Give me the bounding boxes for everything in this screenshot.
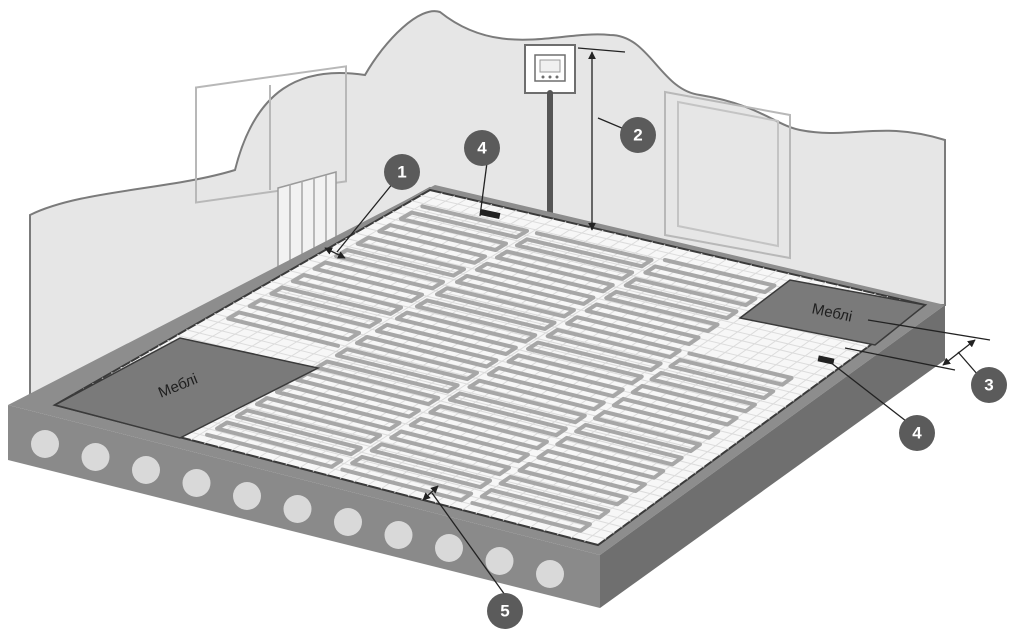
slab-hole bbox=[334, 508, 362, 536]
marker-1: 1 bbox=[384, 154, 420, 190]
slab-front-right bbox=[600, 305, 945, 608]
dimension-lines bbox=[324, 47, 991, 596]
marker-4-right: 4 bbox=[899, 415, 935, 451]
slab-hole bbox=[435, 534, 463, 562]
furniture-left: Меблі bbox=[52, 337, 321, 439]
slab-hole bbox=[485, 547, 514, 575]
heating-cable-strip bbox=[226, 204, 529, 348]
marker-3: 3 bbox=[971, 367, 1007, 403]
heating-cable-strip bbox=[340, 258, 777, 503]
edge-gap-dimension bbox=[422, 485, 439, 501]
slab-hole bbox=[233, 482, 261, 510]
mesh-line bbox=[204, 318, 729, 450]
marker-4-right-label: 4 bbox=[912, 424, 922, 443]
cable-spacing-dimension bbox=[324, 247, 346, 259]
marker-2-label: 2 bbox=[633, 126, 642, 145]
furniture-right: Меблі bbox=[738, 279, 927, 346]
slab-hole bbox=[182, 469, 211, 497]
slab-hole bbox=[384, 521, 413, 549]
heating-cable-strip bbox=[470, 351, 794, 533]
slab-hole bbox=[81, 443, 110, 471]
room-walls bbox=[29, 10, 946, 402]
slab-hole bbox=[536, 560, 564, 588]
thermostat bbox=[524, 44, 576, 94]
marker-5: 5 bbox=[487, 593, 523, 629]
marker-4-top-label: 4 bbox=[477, 139, 487, 158]
slab-hole bbox=[132, 456, 160, 484]
right-window bbox=[664, 90, 791, 260]
marker-3-label: 3 bbox=[984, 376, 993, 395]
slab-holes bbox=[31, 430, 564, 588]
marker-5-label: 5 bbox=[500, 602, 509, 621]
marker-4-top: 4 bbox=[464, 130, 500, 166]
marker-1-label: 1 bbox=[397, 163, 406, 182]
mesh-line bbox=[195, 323, 721, 456]
cable-end-sleeve-top bbox=[479, 208, 501, 220]
marker-2: 2 bbox=[620, 117, 656, 153]
heating-cables bbox=[205, 204, 794, 533]
heating-cable-strip bbox=[205, 231, 654, 469]
slab-hole bbox=[31, 430, 59, 458]
slab-hole bbox=[283, 495, 312, 523]
mesh-line bbox=[186, 329, 713, 462]
left-window bbox=[195, 65, 347, 204]
